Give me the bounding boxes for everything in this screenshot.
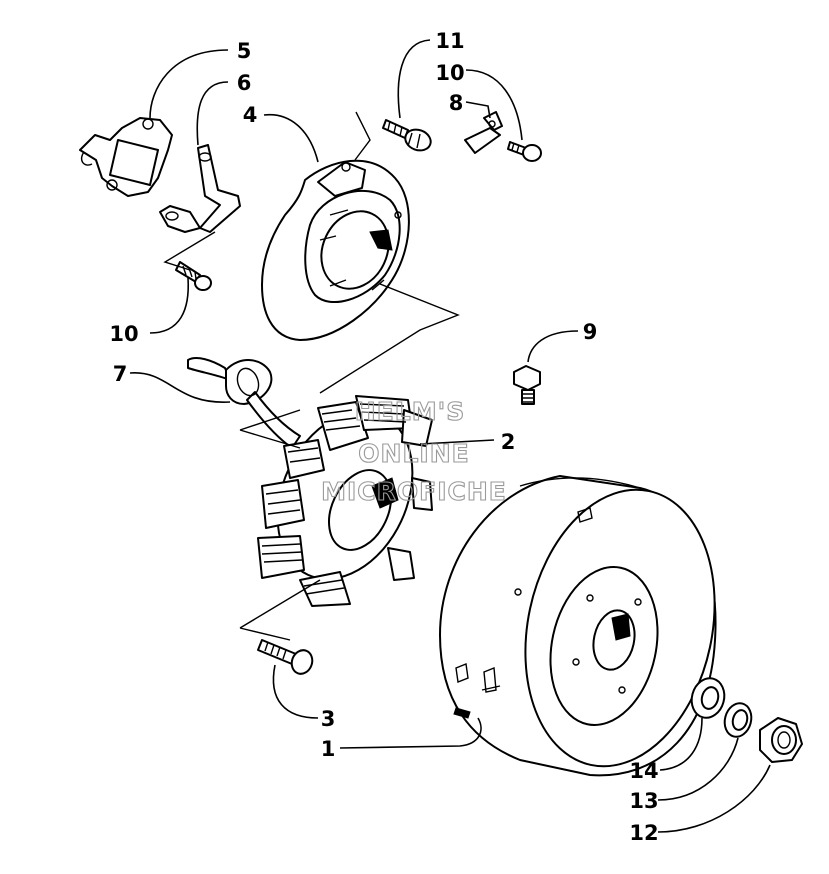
callout-14: 14 xyxy=(629,759,658,783)
callout-12: 12 xyxy=(629,821,658,845)
grommet xyxy=(187,357,301,449)
watermark-line-1: HELM'S xyxy=(355,397,465,426)
stator-bolt xyxy=(257,639,314,675)
screw-top xyxy=(382,119,432,152)
callout-9: 9 xyxy=(583,320,598,344)
callout-10-right: 10 xyxy=(435,61,464,85)
leader-lines xyxy=(129,39,771,833)
screw-right xyxy=(507,141,542,162)
callout-5: 5 xyxy=(237,39,252,63)
watermark: HELM'S ONLINE MICROFICHE xyxy=(321,396,507,506)
washer-flat xyxy=(690,677,726,719)
watermark-line-3: MICROFICHE xyxy=(321,477,507,506)
wire-bracket xyxy=(159,144,241,233)
callout-1: 1 xyxy=(321,737,336,761)
callout-11: 11 xyxy=(435,29,464,53)
callout-4: 4 xyxy=(243,103,258,127)
callout-6: 6 xyxy=(237,71,252,95)
washer-lock xyxy=(723,702,753,738)
callout-7: 7 xyxy=(113,362,128,386)
clip xyxy=(464,111,503,154)
callout-8: 8 xyxy=(449,91,464,115)
callout-3: 3 xyxy=(321,707,336,731)
nut xyxy=(759,717,803,763)
bolt xyxy=(513,365,541,405)
stator-coils xyxy=(257,395,433,607)
pulser-coil xyxy=(79,117,173,197)
callout-10-left: 10 xyxy=(109,322,138,346)
watermark-line-2: ONLINE xyxy=(358,439,469,468)
flywheel xyxy=(439,475,717,777)
stator-plate xyxy=(261,159,410,341)
callout-2: 2 xyxy=(501,430,516,454)
screw-left xyxy=(175,261,212,291)
callouts: 5 6 4 11 10 8 10 7 9 2 3 1 14 13 12 xyxy=(109,29,658,845)
callout-13: 13 xyxy=(629,789,658,813)
